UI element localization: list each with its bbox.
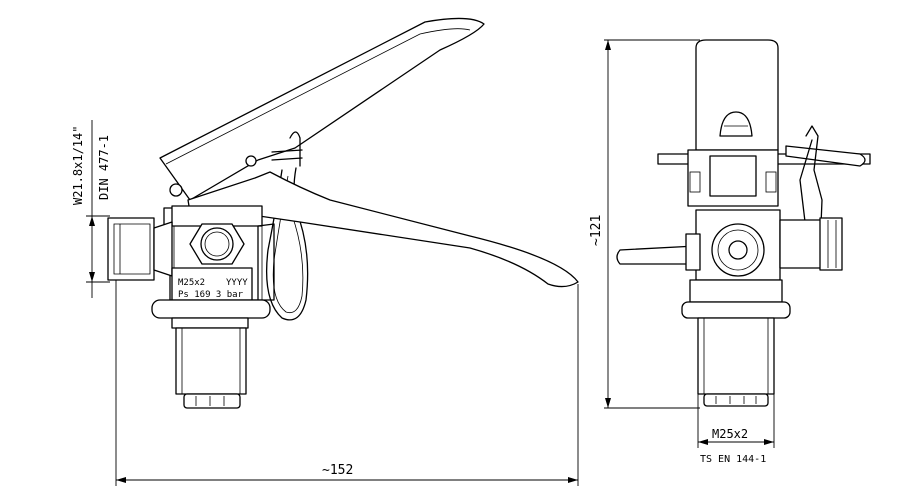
front-outlet-nut — [819, 217, 843, 271]
collar-lower — [171, 317, 249, 329]
side-view: M25x2 YYYY Ps 169 3 bar W21.8x1/14" DIN … — [71, 17, 579, 486]
neck-bottom-side — [183, 393, 241, 409]
dim-width: ~152 — [322, 463, 353, 478]
dim-neck-thread: M25x2 — [712, 427, 748, 441]
lever-pin — [245, 155, 257, 167]
neck-thread-front — [697, 317, 775, 395]
body-block-top — [171, 205, 263, 227]
neck-thread-side — [175, 327, 247, 395]
marking-year: YYYY — [226, 278, 248, 288]
lever-bottom — [187, 171, 579, 288]
outlet-neck — [153, 221, 173, 277]
lever-top-inner — [165, 28, 471, 165]
safety-pin — [271, 131, 303, 167]
lever-pivot — [169, 183, 183, 197]
dim-thread-w: W21.8x1/14" — [71, 126, 85, 205]
front-handle-left — [616, 245, 697, 265]
dim-thread-din: DIN 477-1 — [97, 135, 111, 200]
collar-flange — [151, 299, 271, 319]
dim-height: ~121 — [589, 215, 604, 246]
front-body-block — [709, 155, 757, 197]
lever-face-slot — [719, 111, 753, 137]
lever-face — [695, 39, 779, 151]
front-collar — [689, 279, 783, 303]
lever-top — [159, 17, 485, 201]
neck-bottom-front — [703, 393, 769, 407]
gauge-port — [200, 227, 234, 261]
marking-pressure: Ps 169 3 bar — [178, 290, 244, 300]
front-view: ~121 M25x2 TS EN 144-1 — [589, 39, 871, 465]
pin-handle — [785, 145, 866, 167]
dim-neck-standard: TS EN 144-1 — [700, 454, 766, 465]
outlet-nut — [107, 217, 155, 281]
marking-thread: M25x2 — [178, 278, 205, 288]
front-outlet — [779, 219, 823, 269]
front-flange — [681, 301, 791, 319]
